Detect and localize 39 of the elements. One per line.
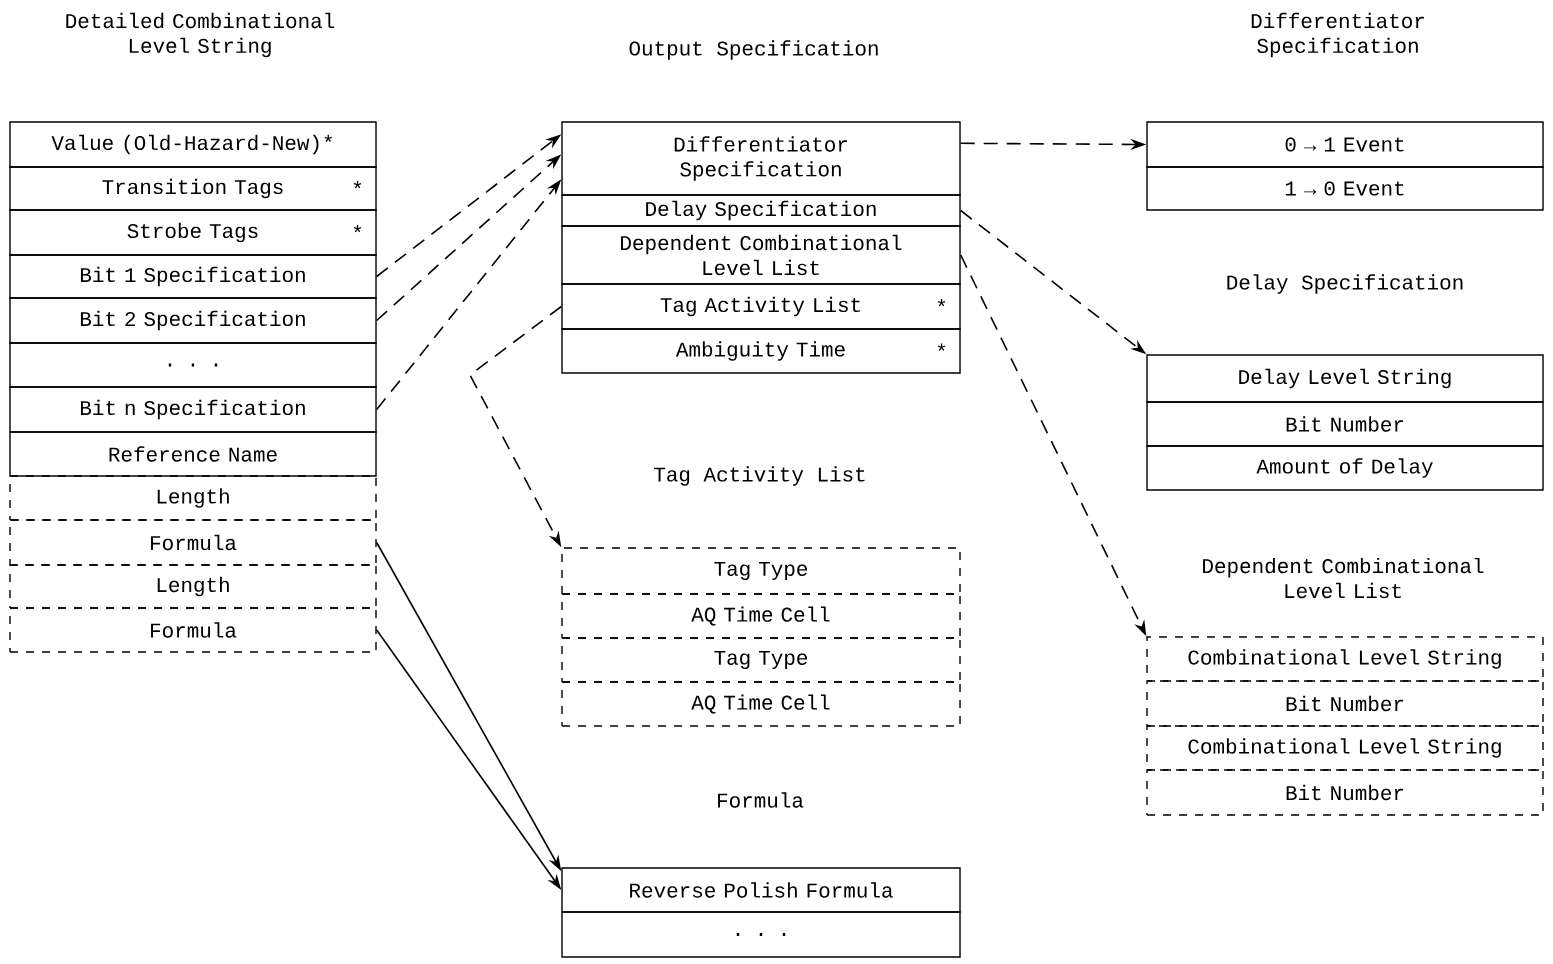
heading: Dependent Combinational Level List bbox=[1203, 557, 1484, 599]
table-row: Delay Level String bbox=[1146, 354, 1544, 403]
table-row: Dependent Combinational Level List bbox=[561, 225, 961, 285]
table-row: Combinational Level String bbox=[1146, 636, 1544, 682]
table-row: Bit Number bbox=[1146, 401, 1544, 447]
table-row: Reverse Polish Formula bbox=[561, 867, 961, 913]
table-row: Length bbox=[9, 564, 377, 609]
table-row: 0 → 1 Event bbox=[1146, 121, 1544, 168]
table-row: Strobe Tags * bbox=[9, 209, 377, 256]
table-row: Bit Number bbox=[1146, 680, 1544, 727]
heading: Delay Specification bbox=[1227, 274, 1463, 294]
table-row: Reference Name bbox=[9, 431, 377, 477]
table-row: Tag Type bbox=[561, 547, 961, 595]
table-row: Bit n Specification bbox=[9, 386, 377, 433]
table-row: Tag Type bbox=[561, 637, 961, 683]
table-row: Amount of Delay bbox=[1146, 445, 1544, 491]
table-row: . . . bbox=[561, 911, 961, 958]
table-row: Ambiguity Time * bbox=[561, 328, 961, 374]
table-row: Transition Tags * bbox=[9, 166, 377, 211]
table-row: Differentiator Specification bbox=[561, 121, 961, 196]
heading: Differentiator Specification bbox=[1251, 12, 1424, 58]
table-row: Value (Old-Hazard-New)* bbox=[9, 121, 377, 168]
table-row: Bit Number bbox=[1146, 769, 1544, 816]
table-row: AQ Time Cell bbox=[561, 593, 961, 639]
table-row: Tag Activity List * bbox=[561, 283, 961, 330]
heading: Detailed Combinational Level String bbox=[66, 12, 335, 58]
heading: Output Specification bbox=[629, 40, 878, 60]
table-row: Length bbox=[9, 475, 377, 521]
table-row: Bit 2 Specification bbox=[9, 297, 377, 344]
table-row: Delay Specification bbox=[561, 194, 961, 227]
heading: Tag Activity List bbox=[654, 466, 865, 486]
table-row: . . . bbox=[9, 342, 377, 388]
table-row: AQ Time Cell bbox=[561, 681, 961, 727]
table-row: Bit 1 Specification bbox=[9, 254, 377, 299]
table-row: 1 → 0 Event bbox=[1146, 166, 1544, 211]
table-row: Combinational Level String bbox=[1146, 725, 1544, 771]
heading: Formula bbox=[718, 792, 804, 808]
table-row: Formula bbox=[9, 519, 377, 566]
table-row: Formula bbox=[9, 607, 377, 653]
